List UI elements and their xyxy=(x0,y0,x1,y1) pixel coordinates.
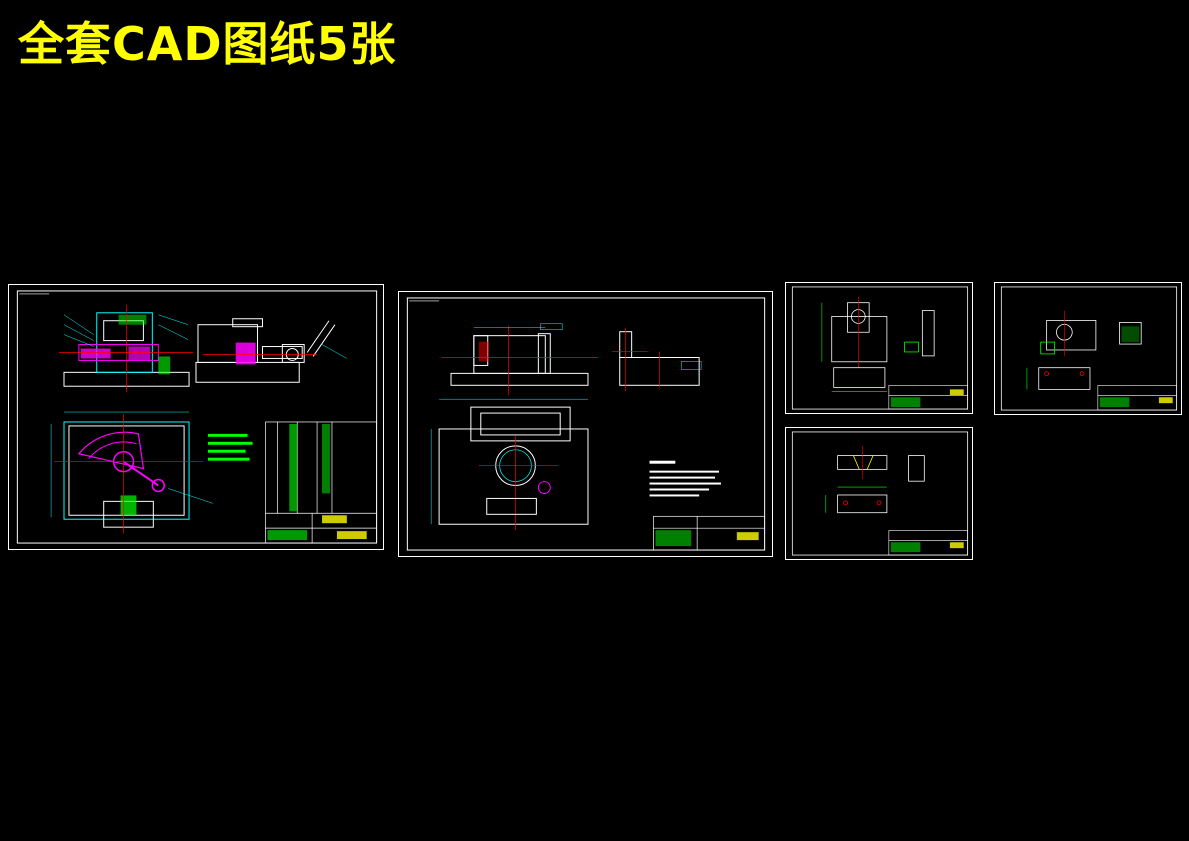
part-3-title-block xyxy=(888,530,968,556)
fixture-body-drawing-canvas xyxy=(406,297,766,551)
part-1-views xyxy=(821,296,935,392)
side-view xyxy=(195,318,347,383)
assembly-drawing-sheet[interactable] xyxy=(8,284,384,550)
technical-notes xyxy=(207,433,253,461)
body-side-view xyxy=(611,327,702,392)
part-drawing-2-sheet[interactable] xyxy=(994,282,1182,415)
part-2-title-block xyxy=(1097,385,1177,411)
body-top-view xyxy=(430,398,589,531)
body-front-view xyxy=(441,323,598,396)
fixture-body-drawing-sheet[interactable] xyxy=(398,291,773,557)
page-title: 全套CAD图纸5张 xyxy=(18,17,397,71)
assembly-drawing-canvas xyxy=(16,290,378,544)
part-1-title-block xyxy=(888,385,968,410)
body-technical-notes xyxy=(649,460,721,497)
part-drawing-3-sheet[interactable] xyxy=(785,427,973,560)
body-title-block xyxy=(653,515,765,551)
part-3-views xyxy=(825,445,925,514)
part-2-views xyxy=(1026,310,1142,390)
part-drawing-1-sheet[interactable] xyxy=(785,282,973,414)
part-drawing-3-canvas xyxy=(791,431,969,556)
part-drawing-2-canvas xyxy=(1000,286,1178,411)
parts-list-table xyxy=(265,421,377,544)
top-view xyxy=(50,411,213,534)
part-drawing-1-canvas xyxy=(791,286,969,410)
front-view xyxy=(59,304,194,393)
